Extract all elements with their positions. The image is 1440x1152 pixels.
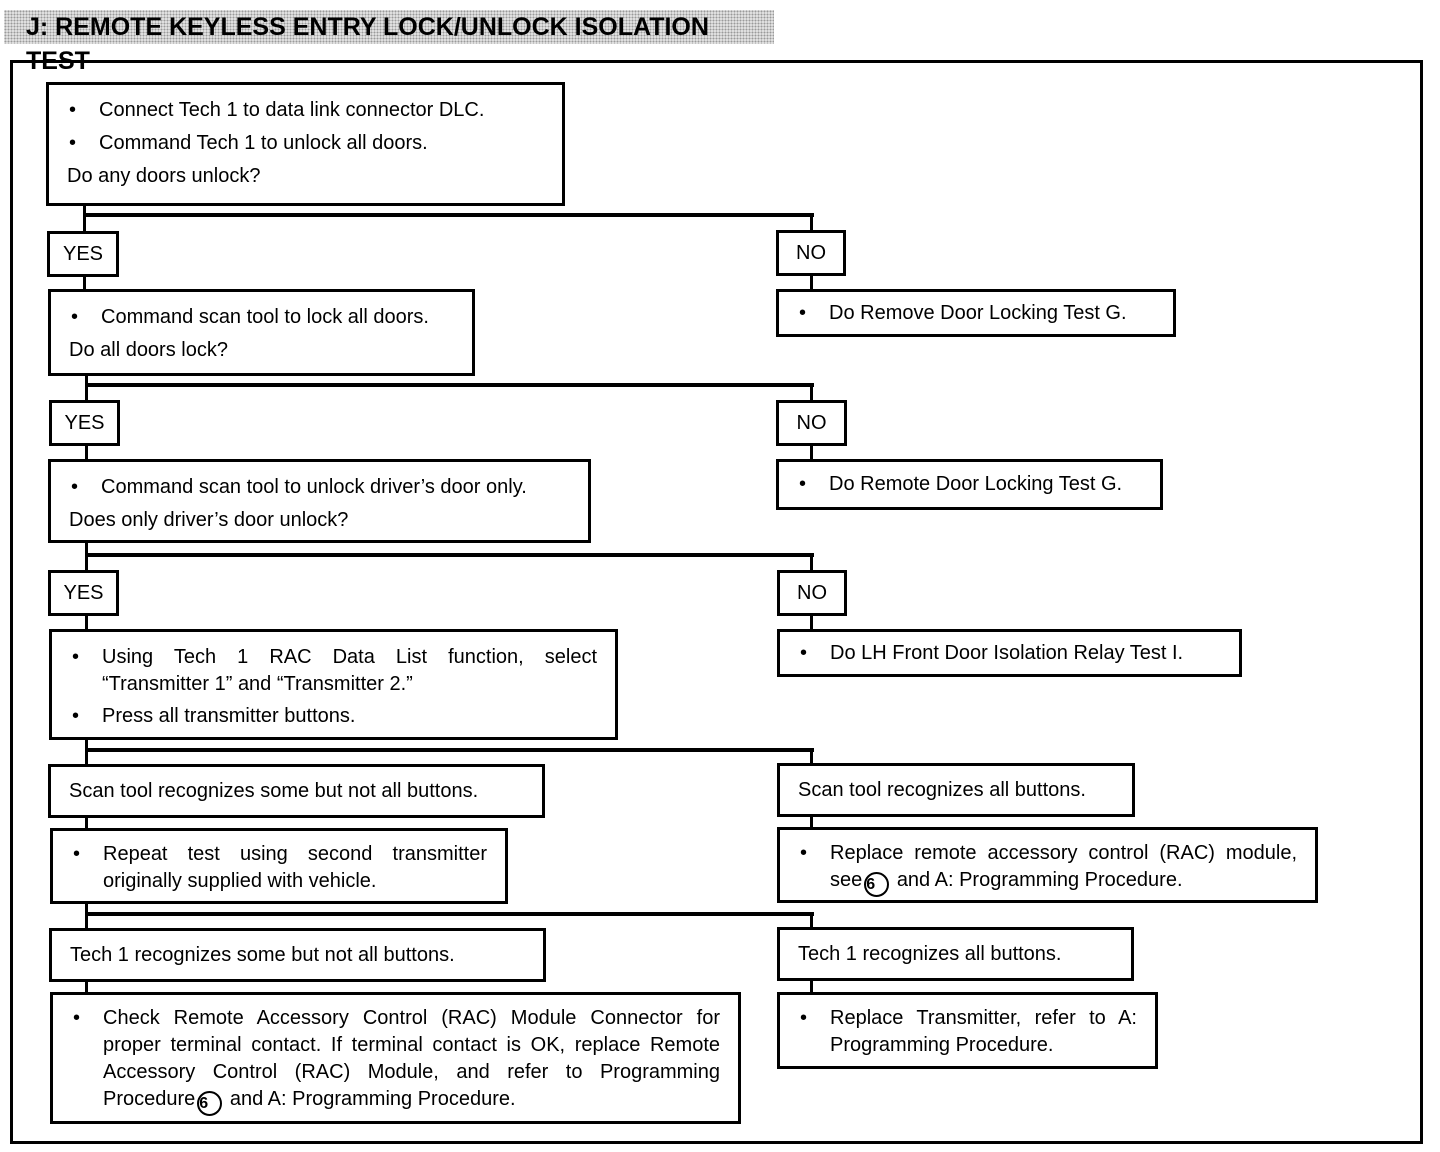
reference-6-icon: 6 — [864, 872, 890, 897]
bullet: Check Remote Accessory Control (RAC) Mod… — [71, 1005, 720, 1116]
connector — [85, 737, 88, 767]
no-label: NO — [776, 400, 847, 446]
connector — [810, 748, 813, 766]
bullet: Command scan tool to unlock driver’s doo… — [69, 474, 570, 501]
connector — [85, 979, 88, 995]
bullet: Do Remote Door Locking Test G. — [797, 471, 1122, 498]
bullet: Do Remove Door Locking Test G. — [797, 300, 1127, 327]
connector — [85, 901, 88, 931]
step-1-box: Connect Tech 1 to data link connector DL… — [46, 82, 565, 206]
replace-rac-box: Replace remote accessory control (RAC) m… — [777, 827, 1318, 903]
connector — [85, 614, 88, 632]
yes-label: YES — [48, 570, 119, 616]
connector — [85, 912, 814, 916]
condition-text: Tech 1 recognizes all buttons. — [798, 942, 1062, 965]
yes-label: YES — [47, 231, 119, 277]
replace-transmitter-box: Replace Transmitter, refer to A: Program… — [777, 992, 1158, 1069]
step-4-box: Using Tech 1 RAC Data List function, sel… — [49, 629, 618, 740]
action-text: Replace remote accessory control (RAC) m… — [830, 842, 1297, 891]
bullet: Using Tech 1 RAC Data List function, sel… — [70, 644, 597, 698]
condition-text: Scan tool recognizes all buttons. — [798, 778, 1086, 801]
connector — [810, 978, 813, 994]
no-action-3: Do LH Front Door Isolation Relay Test I. — [777, 629, 1242, 677]
no-label: NO — [776, 230, 846, 276]
check-connector-box: Check Remote Accessory Control (RAC) Mod… — [50, 992, 741, 1124]
bullet: Command Tech 1 to unlock all doors. — [67, 130, 544, 157]
condition-all-buttons: Scan tool recognizes all buttons. — [777, 763, 1135, 817]
no-label: NO — [777, 570, 847, 616]
bullet: Command scan tool to lock all doors. — [69, 304, 454, 331]
no-action-1: Do Remove Door Locking Test G. — [776, 289, 1176, 337]
bullet: Press all transmitter buttons. — [70, 703, 597, 730]
action-text: Check Remote Accessory Control (RAC) Mod… — [103, 1007, 720, 1110]
question: Does only driver’s door unlock? — [69, 509, 349, 531]
condition-text: Scan tool recognizes some but not all bu… — [69, 779, 479, 802]
connector — [83, 213, 814, 217]
connector — [85, 815, 88, 831]
connector — [810, 444, 813, 462]
connector — [85, 553, 814, 557]
bullet: Replace Transmitter, refer to A: Program… — [798, 1005, 1137, 1059]
condition-text: Tech 1 recognizes some but not all butto… — [70, 943, 455, 966]
step-3-box: Command scan tool to unlock driver’s doo… — [48, 459, 591, 543]
page-title: J: REMOTE KEYLESS ENTRY LOCK/UNLOCK ISOL… — [4, 10, 774, 75]
connector — [810, 814, 813, 830]
connector — [83, 274, 86, 292]
bullet: Connect Tech 1 to data link connector DL… — [67, 97, 544, 124]
no-action-2: Do Remote Door Locking Test G. — [776, 459, 1163, 510]
connector — [85, 444, 88, 462]
condition-tech1-all: Tech 1 recognizes all buttons. — [777, 927, 1134, 981]
question: Do any doors unlock? — [67, 165, 261, 187]
connector — [810, 912, 813, 930]
connector — [85, 373, 88, 403]
reference-6-icon: 6 — [197, 1091, 223, 1116]
connector — [83, 204, 86, 234]
condition-tech1-some: Tech 1 recognizes some but not all butto… — [49, 928, 546, 982]
connector — [810, 553, 813, 573]
action-text: and A: Programming Procedure. — [896, 869, 1183, 891]
step-5-box: Repeat test using second transmitter ori… — [50, 828, 508, 904]
connector — [810, 274, 813, 292]
action-text: and A: Programming Procedure. — [229, 1088, 516, 1110]
flowchart-frame — [10, 60, 1423, 1144]
connector — [810, 614, 813, 632]
connector — [85, 383, 814, 387]
yes-label: YES — [49, 400, 120, 446]
connector — [810, 383, 813, 403]
bullet: Replace remote accessory control (RAC) m… — [798, 840, 1297, 897]
step-2-box: Command scan tool to lock all doors. Do … — [48, 289, 475, 376]
question: Do all doors lock? — [69, 339, 228, 361]
connector — [85, 748, 814, 752]
connector — [810, 213, 813, 233]
bullet: Repeat test using second transmitter ori… — [71, 841, 487, 895]
condition-some-buttons: Scan tool recognizes some but not all bu… — [48, 764, 545, 818]
bullet: Do LH Front Door Isolation Relay Test I. — [798, 640, 1183, 667]
